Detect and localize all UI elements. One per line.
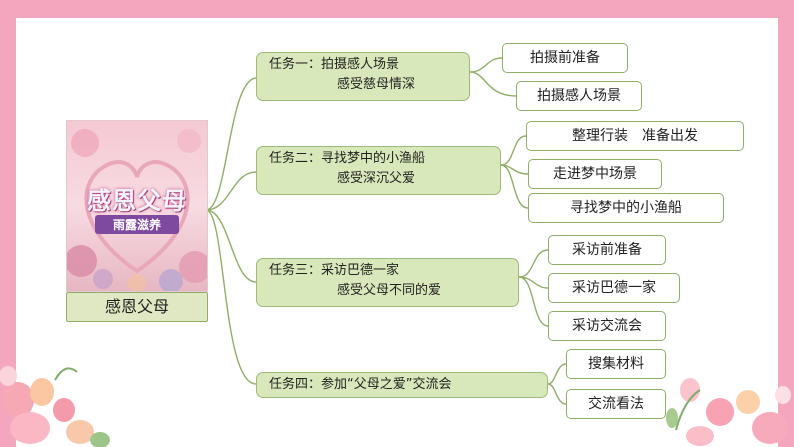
connector-task1-sub2 bbox=[469, 71, 517, 97]
poster-image: 感恩父母 雨露滋养 bbox=[66, 120, 208, 292]
task-node-1: 任务一：拍摄感人场景 感受慈母情深 bbox=[256, 52, 470, 101]
task-node-4: 任务四：参加“父母之爱”交流会 bbox=[256, 372, 548, 398]
connector-task2-sub3 bbox=[500, 164, 529, 209]
connector-task3-sub3 bbox=[518, 276, 549, 327]
connector-task4-sub1 bbox=[547, 363, 567, 385]
task-1-line2: 感受慈母情深 bbox=[337, 77, 416, 92]
poster-artwork bbox=[67, 121, 207, 291]
subtask-node-1-2: 拍摄感人场景 bbox=[516, 81, 642, 111]
subtask-node-4-1: 搜集材料 bbox=[566, 349, 666, 379]
poster-title: 感恩父母 bbox=[87, 186, 187, 215]
connector-root-task3 bbox=[205, 209, 257, 283]
subtask-node-2-1: 整理行装 准备出发 bbox=[526, 121, 744, 151]
task-2-line2: 感受深沉父爱 bbox=[337, 171, 416, 186]
subtask-node-1-1: 拍摄前准备 bbox=[502, 43, 628, 73]
connector-root-task4 bbox=[205, 209, 257, 385]
subtask-node-2-3: 寻找梦中的小渔船 bbox=[528, 193, 724, 223]
poster-subtitle: 雨露滋养 bbox=[95, 215, 179, 234]
subtask-node-3-2: 采访巴德一家 bbox=[548, 273, 680, 303]
connector-task4-sub2 bbox=[547, 383, 567, 405]
task-3-line2: 感受父母不同的爱 bbox=[337, 283, 442, 298]
subtask-node-3-3: 采访交流会 bbox=[548, 311, 666, 341]
task-3-line1: 任务三：采访巴德一家 bbox=[269, 263, 400, 278]
connector-task3-sub1 bbox=[518, 249, 549, 278]
task-1-line1: 任务一：拍摄感人场景 bbox=[269, 57, 400, 72]
root-node: 感恩父母 bbox=[66, 292, 208, 322]
connector-task1-sub1 bbox=[469, 57, 503, 73]
connector-task2-sub1 bbox=[500, 135, 527, 166]
task-4-line1: 任务四：参加“父母之爱”交流会 bbox=[269, 377, 452, 392]
task-2-line1: 任务二：寻找梦中的小渔船 bbox=[269, 151, 426, 166]
connector-root-task2 bbox=[205, 171, 257, 211]
task-node-3: 任务三：采访巴德一家 感受父母不同的爱 bbox=[256, 258, 519, 307]
subtask-node-4-2: 交流看法 bbox=[566, 389, 666, 419]
subtask-node-2-2: 走进梦中场景 bbox=[528, 159, 662, 189]
task-node-2: 任务二：寻找梦中的小渔船 感受深沉父爱 bbox=[256, 146, 501, 195]
connector-root-task1 bbox=[205, 77, 257, 211]
subtask-node-3-1: 采访前准备 bbox=[548, 235, 666, 265]
